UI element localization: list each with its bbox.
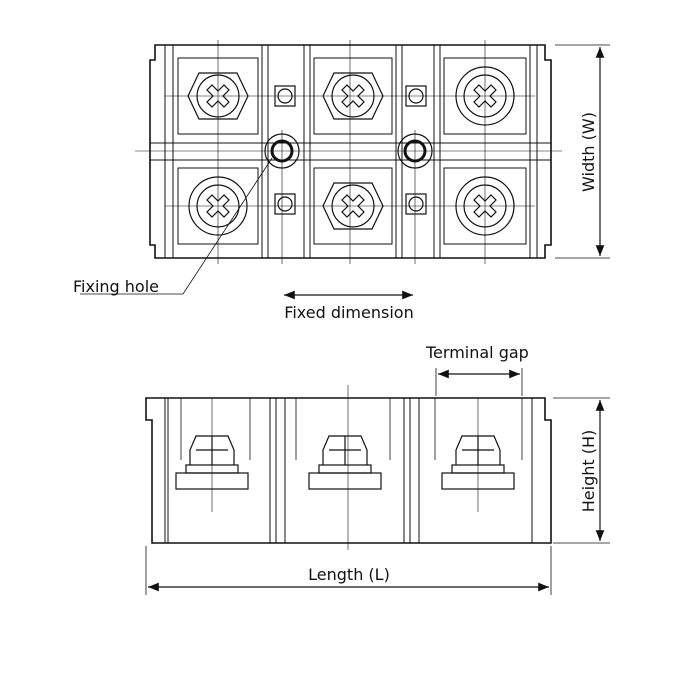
side-view-nuts (175, 435, 515, 490)
side-view-compartments (164, 398, 533, 543)
side-view-outline (145, 397, 552, 544)
height-label: Height (H) (579, 430, 598, 513)
top-view (135, 40, 562, 264)
length-label: Length (L) (308, 565, 390, 584)
length-dimension: Length (L) (145, 546, 552, 595)
top-view-rail (150, 142, 551, 161)
side-view-center-lines (211, 385, 479, 550)
top-view-outline (149, 44, 552, 259)
top-view-small-fasteners (274, 85, 427, 215)
hex-nut-icon (308, 435, 382, 490)
top-view-center-lines (135, 40, 562, 264)
side-view (145, 385, 552, 550)
width-dimension: Width (W) (555, 44, 610, 259)
fixed-dimension: Fixed dimension (284, 290, 414, 322)
fixed-dimension-label: Fixed dimension (284, 303, 413, 322)
height-dimension: Height (H) (553, 397, 610, 544)
terminal-gap-label: Terminal gap (425, 343, 529, 362)
width-label: Width (W) (579, 112, 598, 192)
terminal-gap-dimension: Terminal gap (425, 343, 529, 396)
fixing-hole-callout: Fixing hole (73, 157, 273, 296)
top-view-barriers (164, 45, 538, 258)
fixing-hole-label: Fixing hole (73, 277, 159, 296)
